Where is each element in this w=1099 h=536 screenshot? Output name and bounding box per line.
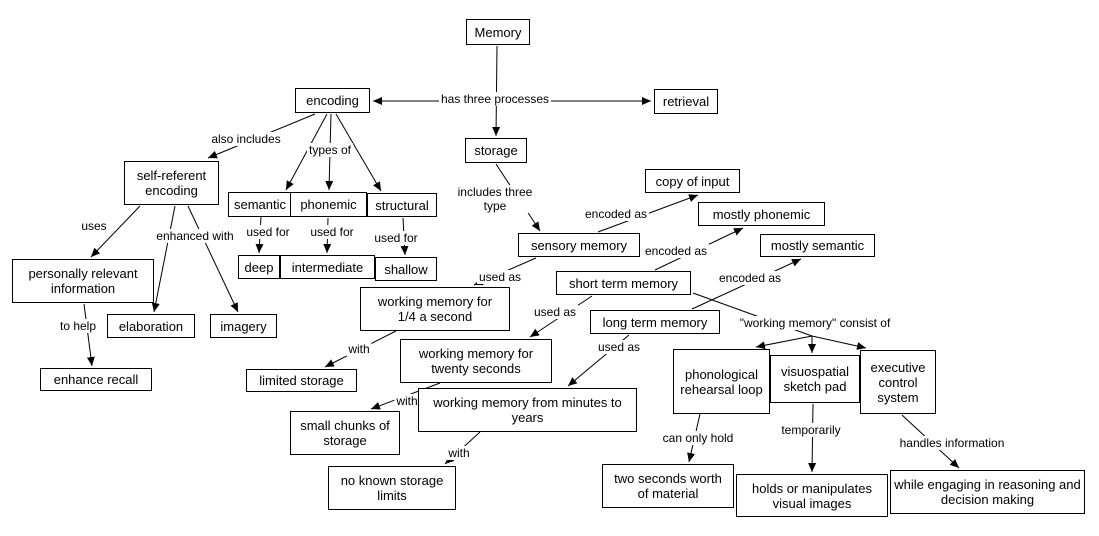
link-label-enhanced-with: enhanced with: [154, 229, 236, 243]
node-long-term-memory[interactable]: long term memory: [590, 310, 720, 334]
node-short-term-memory[interactable]: short term memory: [556, 271, 691, 295]
node-mostly-phonemic[interactable]: mostly phonemic: [698, 202, 825, 226]
link-label-with-2: with: [394, 394, 420, 408]
node-retrieval[interactable]: retrieval: [654, 89, 718, 114]
node-intermediate[interactable]: intermediate: [280, 255, 375, 279]
node-enhance-recall[interactable]: enhance recall: [40, 368, 152, 391]
node-limited-storage[interactable]: limited storage: [246, 369, 357, 392]
edge-self-referent-personally-relevant: [90, 205, 141, 258]
edge-components-executive: [811, 335, 867, 350]
link-label-used-for-1: used for: [244, 225, 292, 239]
link-label-with-1: with: [346, 342, 372, 356]
node-holds-manipulates-visual-images[interactable]: holds or manipulates visual images: [736, 474, 888, 517]
edge-memory-storage: [492, 45, 501, 137]
node-phonemic[interactable]: phonemic: [290, 192, 367, 217]
edge-self-referent-imagery: [187, 205, 239, 313]
node-working-memory-twenty-seconds[interactable]: working memory for twenty seconds: [400, 339, 552, 383]
node-mostly-semantic[interactable]: mostly semantic: [760, 234, 875, 257]
node-working-memory-quarter-second[interactable]: working memory for 1/4 a second: [360, 287, 510, 331]
link-label-used-as-1: used as: [476, 270, 524, 284]
link-label-encoded-as-2: encoded as: [642, 244, 710, 258]
node-deep[interactable]: deep: [238, 255, 280, 279]
node-two-seconds-worth[interactable]: two seconds worth of material: [602, 464, 734, 508]
link-label-encoded-as-1: encoded as: [582, 207, 650, 221]
edge-encoding-semantic: [285, 113, 328, 191]
node-visuospatial-sketch-pad[interactable]: visuospatial sketch pad: [770, 355, 860, 403]
node-copy-of-input[interactable]: copy of input: [645, 169, 740, 193]
link-label-used-for-2: used for: [308, 225, 356, 239]
node-storage[interactable]: storage: [465, 138, 527, 163]
edge-visuospatial-holds-images: [808, 403, 817, 473]
link-label-used-for-3: used for: [372, 231, 420, 245]
node-encoding[interactable]: encoding: [295, 88, 370, 113]
node-while-engaging-reasoning[interactable]: while engaging in reasoning and decision…: [890, 470, 1085, 514]
node-sensory-memory[interactable]: sensory memory: [518, 233, 640, 257]
link-label-includes-three-type: includes three type: [451, 185, 539, 213]
node-elaboration[interactable]: elaboration: [107, 314, 195, 338]
node-phonological-rehearsal-loop[interactable]: phonological rehearsal loop: [673, 349, 770, 414]
link-label-types-of: types of: [306, 143, 354, 157]
node-self-referent-encoding[interactable]: self-referent encoding: [124, 161, 219, 205]
node-structural[interactable]: structural: [367, 193, 437, 217]
link-label-with-3: with: [446, 446, 472, 460]
link-label-can-only-hold: can only hold: [660, 431, 736, 445]
node-working-memory-minutes-years[interactable]: working memory from minutes to years: [418, 388, 637, 432]
link-label-used-as-3: used as: [595, 340, 643, 354]
link-label-encoded-as-3: encoded as: [716, 271, 784, 285]
link-label-temporarily: temporarily: [779, 423, 843, 437]
node-memory[interactable]: Memory: [466, 19, 530, 45]
link-label-handles-information: handles information: [897, 436, 1007, 450]
node-executive-control-system[interactable]: executive control system: [860, 350, 936, 414]
node-small-chunks-of-storage[interactable]: small chunks of storage: [290, 411, 400, 455]
node-personally-relevant-information[interactable]: personally relevant information: [12, 259, 154, 303]
node-no-known-storage-limits[interactable]: no known storage limits: [328, 466, 456, 510]
edge-components-phonological-loop: [755, 335, 813, 350]
edge-personally-relevant-enhance-recall: [83, 303, 95, 367]
edge-self-referent-elaboration: [151, 205, 176, 313]
edge-encoding-structural: [335, 113, 382, 192]
link-label-has-three-processes: has three processes: [438, 92, 552, 106]
node-imagery[interactable]: imagery: [210, 314, 277, 338]
link-label-working-memory-consist-of: "working memory" consist of: [737, 316, 893, 330]
node-shallow[interactable]: shallow: [375, 257, 437, 281]
link-label-to-help: to help: [57, 319, 99, 333]
link-label-uses: uses: [79, 219, 109, 233]
link-label-also-includes: also includes: [209, 132, 283, 146]
link-label-used-as-2: used as: [531, 305, 579, 319]
node-semantic[interactable]: semantic: [228, 192, 292, 217]
